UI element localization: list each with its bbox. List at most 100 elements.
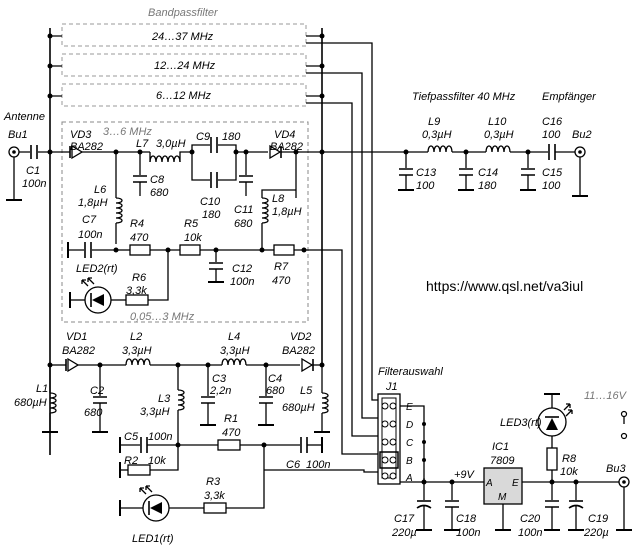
c3-capacitor bbox=[201, 396, 215, 404]
c1-ref: C1 bbox=[26, 165, 40, 177]
l7-ref: L7 bbox=[136, 138, 149, 150]
c18-capacitor bbox=[445, 500, 459, 508]
band-label-3-6: 3…6 MHz bbox=[103, 126, 152, 138]
c17-capacitor bbox=[416, 500, 432, 509]
l9-value: 0,3µH bbox=[422, 129, 452, 141]
c2-capacitor bbox=[93, 396, 107, 404]
c9-ref: C9 bbox=[196, 131, 210, 143]
vd1-ref: VD1 bbox=[66, 331, 87, 343]
c16-capacitor bbox=[548, 144, 556, 160]
r2-value: 10k bbox=[148, 455, 166, 467]
c1-value: 100n bbox=[22, 178, 46, 190]
l2-ref: L2 bbox=[130, 331, 142, 343]
ic1-pin-m: M bbox=[498, 492, 507, 503]
l1-value: 680µH bbox=[14, 397, 47, 409]
l5-ref: L5 bbox=[300, 385, 313, 397]
led1-ref: LED1(rt) bbox=[132, 533, 174, 545]
ic1-type: 7809 bbox=[490, 455, 514, 467]
j1-connector[interactable] bbox=[377, 393, 401, 485]
c14-value: 180 bbox=[478, 180, 497, 192]
c11-capacitor bbox=[239, 175, 253, 183]
r2-ref: R2 bbox=[124, 455, 138, 467]
band-box-12-24: 12…24 MHz bbox=[61, 53, 307, 77]
l10-value: 0,3µH bbox=[484, 129, 514, 141]
c6-value: 100n bbox=[306, 459, 330, 471]
r8-ref: R8 bbox=[562, 453, 577, 465]
c3-ref: C3 bbox=[212, 373, 227, 385]
c1-capacitor bbox=[30, 145, 38, 159]
c6-ref: C6 bbox=[286, 459, 301, 471]
vd3-value: BA282 bbox=[70, 141, 103, 153]
l6-ref: L6 bbox=[94, 184, 107, 196]
vin-label: 11…16V bbox=[584, 390, 628, 402]
c4-ref: C4 bbox=[268, 373, 282, 385]
c13-capacitor bbox=[399, 168, 413, 176]
r4-ref: R4 bbox=[130, 218, 144, 230]
ic1-pin-a: A bbox=[485, 478, 493, 489]
l3-ref: L3 bbox=[158, 393, 171, 405]
bandpass-title: Bandpassfilter bbox=[148, 7, 219, 19]
c4-value: 680 bbox=[266, 385, 285, 397]
vd1-diode bbox=[65, 357, 80, 373]
l1-inductor bbox=[49, 392, 57, 414]
c19-ref: C19 bbox=[588, 513, 608, 525]
c12-ref: C12 bbox=[232, 263, 252, 275]
c20-capacitor bbox=[545, 500, 559, 508]
c18-value: 100n bbox=[456, 527, 480, 539]
r3-ref: R3 bbox=[206, 476, 221, 488]
led3-ref: LED3(rt) bbox=[500, 417, 542, 429]
j1-pin-e: E bbox=[406, 402, 413, 413]
r5-resistor bbox=[179, 244, 201, 256]
c8-capacitor bbox=[133, 175, 147, 183]
l2-inductor bbox=[125, 358, 151, 366]
r1-ref: R1 bbox=[224, 413, 238, 425]
vd1-value: BA282 bbox=[62, 345, 95, 357]
l2-value: 3,3µH bbox=[122, 345, 152, 357]
l4-ref: L4 bbox=[228, 331, 240, 343]
r7-resistor bbox=[273, 244, 295, 256]
l4-inductor bbox=[221, 358, 247, 366]
band-label-12-24: 12…24 MHz bbox=[154, 60, 216, 72]
c8-value: 680 bbox=[150, 187, 169, 199]
led3-led bbox=[537, 403, 573, 437]
c15-value: 100 bbox=[542, 180, 561, 192]
c20-value: 100n bbox=[518, 527, 542, 539]
led2-ref: LED2(rt) bbox=[76, 263, 118, 275]
c11-value: 680 bbox=[234, 218, 253, 230]
c17-ref: C17 bbox=[394, 513, 415, 525]
r5-value: 10k bbox=[184, 232, 202, 244]
c13-value: 100 bbox=[416, 180, 435, 192]
l1-ref: L1 bbox=[36, 383, 48, 395]
c5-value: 100n bbox=[148, 431, 172, 443]
c18-ref: C18 bbox=[456, 513, 477, 525]
c7-ref: C7 bbox=[82, 214, 97, 226]
c20-ref: C20 bbox=[520, 513, 541, 525]
j1-pin-d: D bbox=[406, 420, 413, 431]
r1-value: 470 bbox=[222, 427, 241, 439]
c6-capacitor bbox=[300, 437, 308, 453]
c9-capacitor bbox=[210, 137, 218, 153]
vd4-value: BA282 bbox=[270, 141, 303, 153]
l4-value: 3,3µH bbox=[220, 345, 250, 357]
j1-pin-b: B bbox=[406, 456, 413, 467]
l3-value: 3,3µH bbox=[140, 406, 170, 418]
l5-inductor bbox=[321, 392, 329, 414]
ic1-label: IC1 bbox=[492, 441, 509, 453]
antenna-label: Antenne bbox=[3, 111, 45, 123]
r6-ref: R6 bbox=[132, 272, 147, 284]
v9-label: +9V bbox=[454, 469, 476, 481]
c10-ref: C10 bbox=[200, 196, 221, 208]
l10-ref: L10 bbox=[488, 116, 507, 128]
supply-terminal bbox=[620, 410, 628, 440]
r3-value: 3,3k bbox=[204, 490, 225, 502]
l6-inductor bbox=[115, 197, 123, 224]
c12-value: 100n bbox=[230, 276, 254, 288]
band-label-24-37: 24…37 MHz bbox=[151, 31, 214, 43]
c19-value: 220µ bbox=[583, 527, 609, 539]
j1-label: J1 bbox=[385, 381, 398, 393]
c7-capacitor bbox=[84, 242, 92, 258]
c8-ref: C8 bbox=[150, 174, 165, 186]
lowpass-title: Tiefpassfilter 40 MHz bbox=[412, 91, 516, 103]
c14-ref: C14 bbox=[478, 167, 498, 179]
